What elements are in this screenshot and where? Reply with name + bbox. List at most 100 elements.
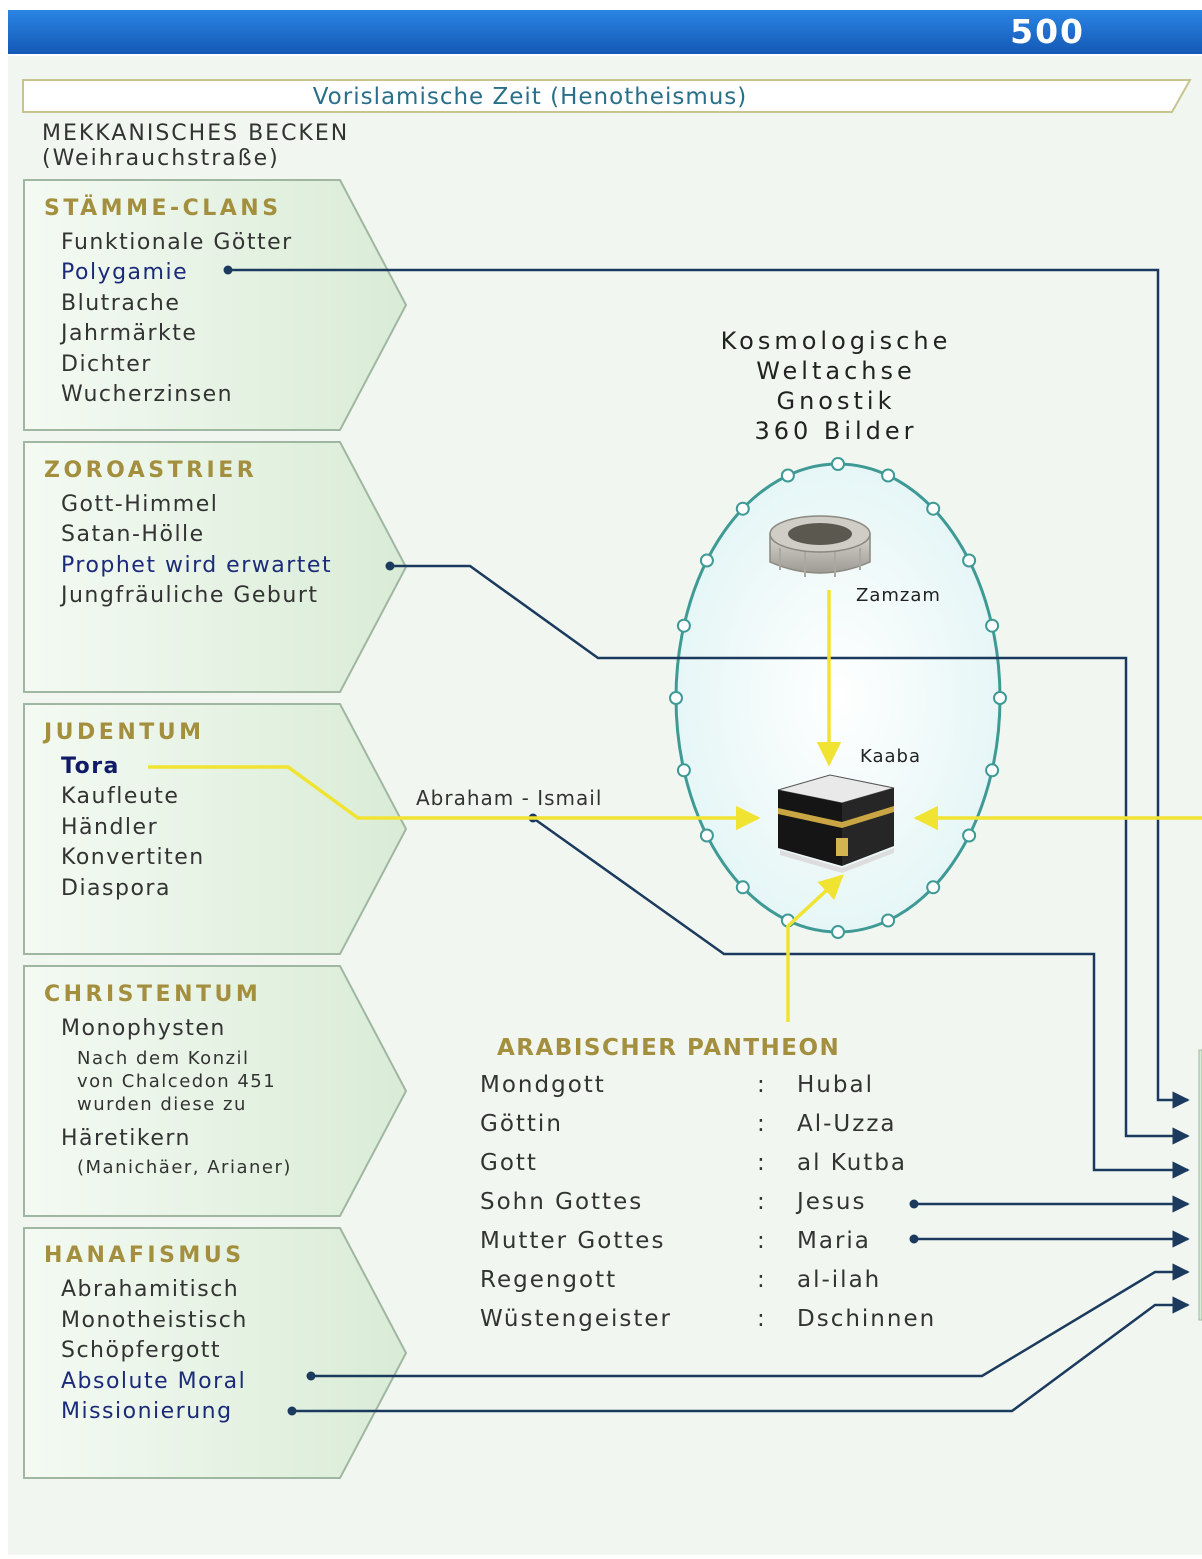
pantheon-separator: : (757, 1150, 767, 1176)
oval-dot (881, 468, 896, 483)
oval-dot (699, 553, 714, 568)
item-manichaeer-arianer: (Manichäer, Arianer) (77, 1157, 292, 1178)
pantheon-separator: : (757, 1306, 767, 1332)
item-konvertiten: Konvertiten (61, 845, 205, 870)
cosmology-line-2: Weltachse (756, 357, 916, 385)
item-jungfraeuliche-geburt: Jungfräuliche Geburt (59, 583, 319, 608)
oval-dot (699, 828, 714, 843)
cosmology-line-1: Kosmologische (721, 327, 952, 355)
oval-dot-ring (669, 457, 1007, 939)
item-funktionale-goetter: Funktionale Götter (61, 230, 293, 255)
item-schoepfergott: Schöpfergott (61, 1338, 221, 1363)
pantheon-name: Hubal (797, 1072, 874, 1098)
region-title: MEKKANISCHES BECKEN (42, 121, 349, 146)
panel-zoroastrier: ZOROASTRIER Gott-Himmel Satan-Hölle Prop… (23, 441, 408, 693)
oval-dot (985, 763, 1000, 778)
pantheon-role: Sohn Gottes (480, 1189, 643, 1215)
pantheon-role: Gott (480, 1150, 538, 1176)
connector-dot (306, 1371, 316, 1381)
oval-dot (926, 880, 941, 895)
connector-missionierung (292, 1296, 1190, 1413)
item-abrahamitisch: Abrahamitisch (61, 1277, 239, 1302)
oval-dot (735, 880, 750, 895)
pantheon-role: Wüstengeister (480, 1306, 672, 1332)
panel-title-staemme: STÄMME-CLANS (44, 195, 282, 221)
period-label: Vorislamische Zeit (Henotheismus) (313, 84, 748, 110)
connector-dot (385, 561, 395, 571)
pantheon-separator: : (757, 1189, 767, 1215)
panel-title-hanafismus: HANAFISMUS (44, 1243, 245, 1268)
pantheon-separator: : (757, 1228, 767, 1254)
connector-dot (909, 1199, 919, 1209)
panel-title-christentum: CHRISTENTUM (44, 982, 261, 1007)
pantheon-name: Dschinnen (797, 1306, 936, 1332)
connector-polygamie (228, 268, 1190, 1109)
navy-connectors (228, 268, 1190, 1413)
item-polygamie[interactable]: Polygamie (61, 260, 188, 285)
item-haendler: Händler (61, 815, 158, 840)
cosmology-line-4: 360 Bilder (754, 417, 917, 445)
panel-hanafismus: HANAFISMUS Abrahamitisch Monotheistisch … (23, 1227, 408, 1479)
item-missionierung[interactable]: Missionierung (61, 1399, 233, 1424)
panel-christentum: CHRISTENTUM Monophysten Nach dem Konzil … (23, 965, 408, 1217)
oval-dot (993, 691, 1007, 705)
pantheon-separator: : (757, 1111, 767, 1137)
item-haeretikern: Häretikern (61, 1126, 191, 1151)
connector-dot (287, 1406, 297, 1416)
item-konzil-line1: Nach dem Konzil (77, 1048, 250, 1069)
connector-pantheon-kaaba (786, 874, 844, 1022)
pantheon-role: Mutter Gottes (480, 1228, 665, 1254)
panel-title-judentum: JUDENTUM (42, 720, 205, 745)
oval-dot (881, 913, 896, 928)
item-absolute-moral[interactable]: Absolute Moral (61, 1369, 246, 1394)
oval-dot (962, 553, 977, 568)
connector-abraham (532, 816, 1190, 1179)
zamzam-label: Zamzam (856, 585, 941, 606)
pantheon-name: Al-Uzza (797, 1111, 897, 1137)
cosmology-line-3: Gnostik (777, 387, 896, 415)
abraham-ismail-label: Abraham - Ismail (416, 786, 602, 810)
kaaba-icon (777, 774, 895, 873)
yellow-connectors (148, 590, 1202, 1022)
connector-absolute-moral (311, 1263, 1190, 1378)
item-dichter: Dichter (61, 352, 152, 377)
pantheon-role: Regengott (480, 1267, 617, 1293)
pantheon-role: Göttin (480, 1111, 563, 1137)
header-bar (8, 10, 1202, 54)
oval-dot (962, 828, 977, 843)
oval-dot (676, 763, 691, 778)
right-edge-panel (1198, 1049, 1202, 1321)
region-subtitle: (Weihrauchstraße) (42, 146, 280, 171)
pantheon-name: al-ilah (797, 1267, 881, 1293)
period-banner (22, 79, 1192, 113)
connector-tora-kaaba (148, 765, 761, 831)
item-diaspora: Diaspora (61, 876, 171, 901)
item-kaufleute: Kaufleute (61, 784, 179, 809)
oval-dot (780, 468, 795, 483)
pantheon-role: Mondgott (480, 1072, 606, 1098)
kaaba-label: Kaaba (860, 746, 921, 767)
item-prophet-erwartet[interactable]: Prophet wird erwartet (61, 553, 332, 578)
item-konzil-line3: wurden diese zu (77, 1094, 247, 1115)
oval-dot (669, 691, 683, 705)
pantheon-name: Maria (797, 1228, 871, 1254)
pantheon-separator: : (757, 1072, 767, 1098)
item-satan-hoelle: Satan-Hölle (61, 522, 205, 547)
item-monotheistisch: Monotheistisch (61, 1308, 248, 1333)
item-blutrache: Blutrache (61, 291, 180, 316)
item-tora[interactable]: Tora (61, 754, 120, 779)
item-wucherzinsen: Wucherzinsen (61, 382, 233, 407)
year-label: 500 (1010, 12, 1085, 51)
item-monophysten: Monophysten (61, 1016, 226, 1041)
item-jahrmaerkte: Jahrmärkte (59, 321, 197, 346)
oval-dot (831, 925, 845, 939)
pantheon-title: ARABISCHER PANTHEON (497, 1035, 840, 1061)
zamzam-well-icon (769, 515, 871, 577)
pantheon-name: al Kutba (797, 1150, 907, 1176)
connector-dot (223, 265, 233, 275)
connector-dot (909, 1234, 919, 1244)
connector-dots (223, 265, 919, 1416)
